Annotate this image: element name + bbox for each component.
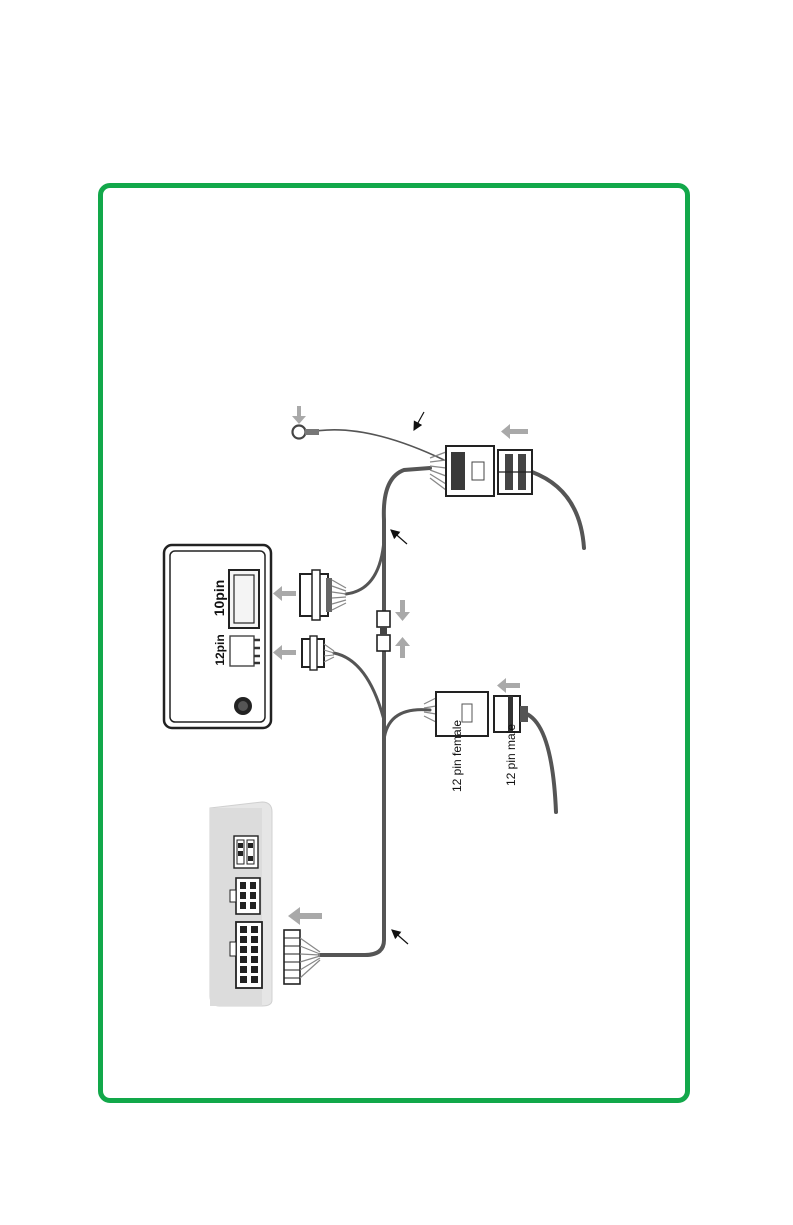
vehicle-main-connector-female xyxy=(430,446,494,496)
arrow-left-10pin xyxy=(273,586,296,601)
pointer-lines xyxy=(391,412,424,944)
arrow-left-12pin-male xyxy=(497,678,520,693)
arrow-left-12pin xyxy=(273,645,296,660)
label-12pin-male: 12 pin male xyxy=(504,724,518,786)
arrow-left-main-box xyxy=(288,907,322,925)
interface-module: 10pin 12pin xyxy=(164,545,271,728)
ground-ring-terminal xyxy=(293,426,320,439)
dip-switch-block xyxy=(234,836,258,868)
arrow-up-inline xyxy=(395,637,410,658)
label-10pin: 10pin xyxy=(211,580,227,617)
arrow-down-ring xyxy=(292,406,306,424)
pointer-trunk-lower xyxy=(392,930,408,944)
label-12pin-female: 12 pin female xyxy=(450,720,464,792)
inline-connector-pair xyxy=(377,611,390,651)
10pin-socket xyxy=(229,570,259,628)
main-harness-plug xyxy=(284,930,320,984)
arrow-down-inline xyxy=(395,600,410,621)
main-control-box xyxy=(210,802,272,1006)
10pin-plug xyxy=(300,570,346,620)
pointer-ground-wire xyxy=(414,412,424,430)
arrow-left-top xyxy=(501,424,528,439)
pointer-trunk-upper xyxy=(391,530,407,544)
label-12pin: 12pin xyxy=(213,634,227,665)
vehicle-main-connector-male xyxy=(498,450,532,494)
12pin-plug xyxy=(302,636,334,670)
